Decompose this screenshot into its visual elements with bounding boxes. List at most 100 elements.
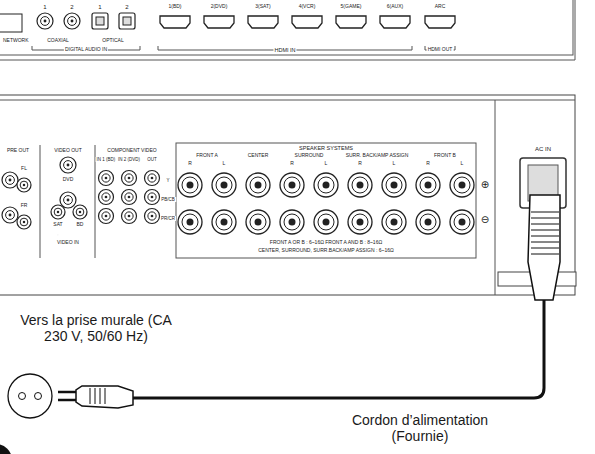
- jack-ring: [54, 208, 62, 216]
- terminal-hole: [221, 219, 228, 226]
- part-label: IN 1 (BD): [96, 157, 117, 162]
- part-label: VIDEO OUT: [53, 148, 83, 154]
- terminal-hole: [289, 219, 296, 226]
- jacks: [0, 13, 474, 235]
- jack-ring: [6, 211, 15, 220]
- part-label: 6(AUX): [386, 4, 404, 10]
- speaker-terminal: [314, 173, 338, 197]
- part-label: L: [392, 161, 397, 167]
- terminal-hole: [357, 182, 364, 189]
- part-label: R: [289, 161, 295, 167]
- part-label: DIGITAL AUDIO IN: [64, 47, 108, 53]
- part-label: OPTICAL: [101, 38, 124, 44]
- plug-grip: [531, 212, 559, 213]
- speaker-terminal: [246, 173, 270, 197]
- terminal-hole: [255, 219, 262, 226]
- plug-pin: [58, 399, 76, 402]
- jack-pin: [128, 215, 131, 218]
- plug-grip: [531, 224, 559, 225]
- cord: [133, 300, 544, 398]
- jack-pin: [67, 199, 70, 202]
- terminal-hole: [459, 219, 466, 226]
- speaker-terminal: [246, 210, 270, 234]
- speaker-terminal: [382, 173, 406, 197]
- rca-jack: [60, 157, 76, 173]
- terminal-ring: [318, 177, 334, 193]
- jack-ring: [148, 193, 156, 201]
- optical-port: [96, 17, 104, 25]
- rca-jack: [73, 205, 87, 219]
- part-label: FRONT A OR B : 6~16Ω FRONT A AND B : 8~1…: [269, 240, 383, 246]
- jack-ring: [148, 212, 156, 220]
- hdmi-port: [425, 16, 455, 28]
- jack-pin: [105, 215, 108, 218]
- rca-jack: [145, 209, 160, 224]
- part-label: R: [187, 161, 193, 167]
- speaker-terminal: [450, 173, 474, 197]
- rca-jack: [122, 209, 137, 224]
- jack-pin: [9, 214, 12, 217]
- terminal-ring: [420, 214, 436, 230]
- part-label: 4(VCR): [298, 4, 317, 10]
- rca-jack: [145, 190, 160, 205]
- jack-ring: [102, 174, 110, 182]
- jack-pin: [79, 211, 82, 214]
- page-marker: [0, 444, 12, 454]
- terminal-hole: [187, 219, 194, 226]
- part-label: BD: [76, 222, 85, 228]
- part-label: OUT: [146, 157, 158, 162]
- jack-pin: [105, 177, 108, 180]
- jack-pin: [128, 196, 131, 199]
- part-label: Y: [165, 178, 170, 183]
- terminal-hole: [187, 182, 194, 189]
- hdmi-port: [380, 16, 410, 28]
- jack-pin: [23, 221, 26, 224]
- panel-divider: [40, 145, 41, 258]
- part-label: 2(DVD): [210, 4, 229, 10]
- hdmi-port: [160, 16, 190, 28]
- terminal-ring: [386, 214, 402, 230]
- part-label: PR/CR: [160, 216, 176, 221]
- plug-grip: [531, 242, 559, 243]
- part-label: ARC: [434, 4, 447, 10]
- terminal-ring: [420, 177, 436, 193]
- rca-jack: [60, 192, 76, 208]
- jack-ring: [102, 212, 110, 220]
- terminal-hole: [391, 182, 398, 189]
- optical-jack: [92, 13, 108, 29]
- part-label: R: [357, 161, 363, 167]
- part-label: FL: [20, 166, 28, 172]
- part-label: 3(SAT): [254, 4, 271, 10]
- plug-grip: [531, 254, 559, 255]
- rca-jack: [37, 13, 53, 29]
- outlet-hole: [19, 393, 26, 400]
- panel-edge: [575, 0, 576, 60]
- part-label: DVD: [62, 177, 75, 183]
- speaker-terminal: [212, 173, 236, 197]
- speaker-terminal: [280, 210, 304, 234]
- jack-pin: [9, 179, 12, 182]
- plug-grip: [531, 230, 559, 231]
- jack-ring: [20, 181, 28, 189]
- plug-body: [528, 195, 560, 300]
- part-label: L: [324, 161, 329, 167]
- hdmi-port: [336, 16, 366, 28]
- jack-pin: [67, 164, 70, 167]
- speaker-terminal: [416, 173, 440, 197]
- part-label: FRONT B: [433, 153, 457, 159]
- plug-grip: [531, 248, 559, 249]
- jack-pin: [44, 20, 47, 23]
- jack-ring: [6, 176, 15, 185]
- speaker-terminal: [416, 210, 440, 234]
- jack-ring: [64, 196, 73, 205]
- rca-jack: [64, 13, 80, 29]
- part-label: 1: [97, 4, 102, 11]
- part-label: SURROUND: [294, 153, 325, 159]
- jack-pin: [57, 234, 58, 235]
- wall-plug: [76, 386, 133, 408]
- jack-pin: [105, 196, 108, 199]
- hdmi-port: [292, 16, 322, 28]
- part-label: FRONT A: [195, 153, 219, 159]
- panel-divider: [495, 100, 496, 295]
